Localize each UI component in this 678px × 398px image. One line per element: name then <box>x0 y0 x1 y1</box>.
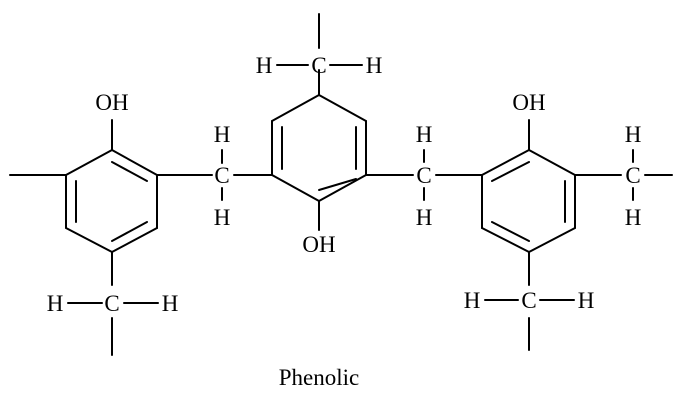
carbon-label-center-methyl: C <box>311 53 326 78</box>
hydrogen-label: H <box>162 291 179 316</box>
hydrogen-label: H <box>47 291 64 316</box>
carbon-label-left-methyl: C <box>104 291 119 316</box>
center-benzene-ring <box>271 94 367 202</box>
hydrogen-label: H <box>416 205 433 230</box>
hydroxyl-label-center: OH <box>302 232 335 257</box>
carbon-label-left-bridge: C <box>214 163 229 188</box>
hydroxyl-label-left: OH <box>95 90 128 115</box>
right-benzene-ring <box>481 149 576 253</box>
connecting-bonds <box>9 13 673 356</box>
hydrogen-label: H <box>464 288 481 313</box>
carbon-label-right-bridge: C <box>416 163 431 188</box>
hydrogen-label: H <box>256 53 273 78</box>
hydrogen-label: H <box>625 205 642 230</box>
hydrogen-label: H <box>214 122 231 147</box>
atom-labels: OH OH OH C H H C H H C H H C H H C H H C… <box>47 53 642 316</box>
carbon-label-right-end: C <box>625 163 640 188</box>
hydrogen-label: H <box>416 122 433 147</box>
carbon-label-right-methyl: C <box>521 288 536 313</box>
left-benzene-ring <box>65 149 158 253</box>
hydrogen-label: H <box>366 53 383 78</box>
hydrogen-label: H <box>214 205 231 230</box>
hydroxyl-label-right: OH <box>512 90 545 115</box>
hydrogen-label: H <box>625 122 642 147</box>
diagram-caption: Phenolic <box>279 365 360 390</box>
hydrogen-label: H <box>578 288 595 313</box>
